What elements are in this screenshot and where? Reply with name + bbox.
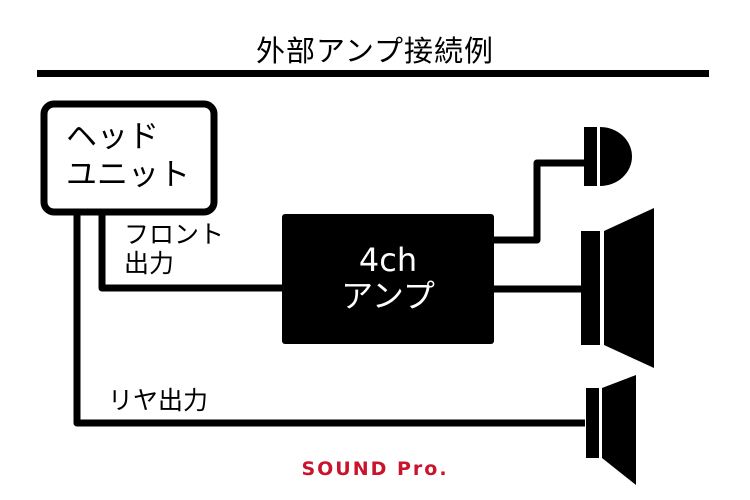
rear-output-label: リヤ出力 — [108, 386, 209, 415]
tweeter-wire — [494, 159, 587, 244]
tweeter-icon — [584, 127, 632, 186]
head-unit-label: ヘッド ユニット — [46, 118, 216, 194]
page-title: 外部アンプ接続例 — [256, 34, 494, 68]
front-output-label-line1: フロント — [124, 220, 225, 249]
front-output-label: フロント 出力 — [124, 220, 224, 278]
amplifier-label: 4ch アンプ — [282, 242, 494, 314]
front-output-wire — [98, 212, 282, 292]
rear-speaker-icon — [586, 375, 636, 485]
front-speaker-icon — [581, 208, 654, 368]
head-unit-box — [40, 100, 218, 216]
amplifier-box — [282, 214, 494, 344]
title-underline — [37, 70, 709, 77]
head-unit-label-line2: ユニット — [66, 157, 190, 193]
amplifier-label-line2: アンプ — [341, 277, 435, 315]
rear-output-wire — [73, 212, 585, 427]
brand-logo: SOUND Pro. — [301, 458, 449, 480]
front-output-label-line2: 出力 — [124, 249, 175, 278]
head-unit-label-line1: ヘッド — [66, 119, 159, 155]
amplifier-label-line1: 4ch — [358, 241, 418, 279]
